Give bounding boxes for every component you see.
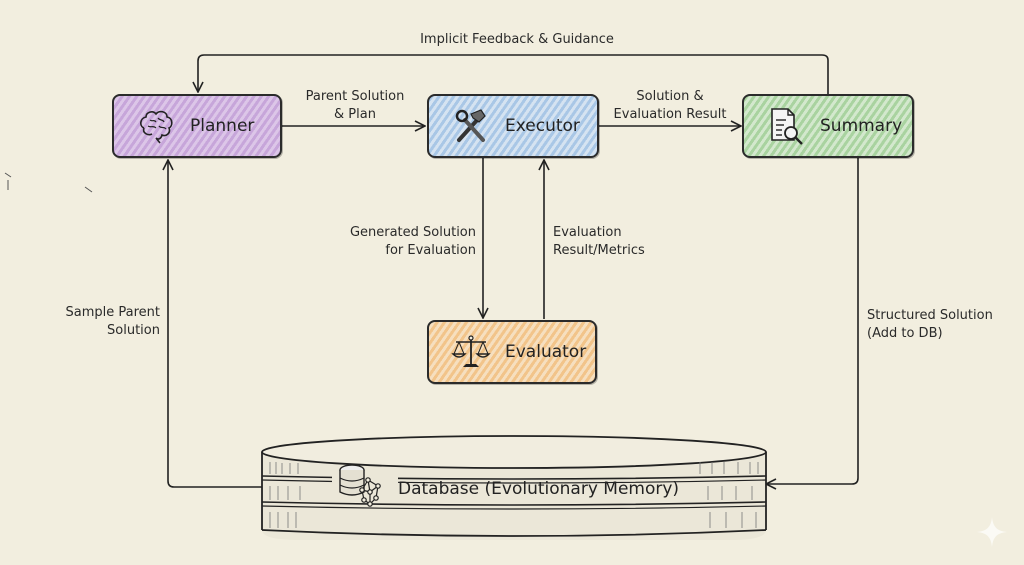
executor-label: Executor: [505, 116, 580, 136]
database-network-icon: [339, 464, 381, 507]
planner-node[interactable]: Planner: [112, 94, 282, 158]
pencil-marks: [4, 172, 93, 193]
edge-label-summary-database: Structured Solution (Add to DB): [867, 308, 993, 341]
hammer-wrench-icon: [455, 109, 486, 142]
evaluator-label: Evaluator: [505, 342, 587, 362]
summary-label: Summary: [820, 116, 903, 136]
edge-label-evaluator-executor: Evaluation Result/Metrics: [553, 225, 645, 258]
edge-feedback: [198, 54, 829, 94]
scales-icon: [451, 335, 491, 367]
database-cylinder: [261, 435, 767, 540]
executor-node[interactable]: Executor: [427, 94, 599, 158]
summary-node[interactable]: Summary: [742, 94, 914, 158]
document-search-icon: [771, 108, 803, 145]
edge-label-executor-summary: Solution & Evaluation Result: [613, 89, 727, 122]
brain-icon: [140, 110, 173, 144]
edge-label-planner-executor: Parent Solution & Plan: [305, 89, 405, 122]
sparkle-icon: [977, 517, 1007, 547]
edge-summary-database: [766, 158, 859, 484]
planner-label: Planner: [190, 116, 255, 136]
edge-label-executor-evaluator: Generated Solution for Evaluation: [349, 225, 476, 258]
evaluator-node[interactable]: Evaluator: [427, 320, 597, 384]
edge-database-planner: [168, 160, 264, 488]
edge-label-database-planner: Sample Parent Solution: [65, 305, 161, 338]
edge-label-feedback: Implicit Feedback & Guidance: [420, 32, 614, 47]
database-label: Database (Evolutionary Memory): [398, 479, 680, 499]
